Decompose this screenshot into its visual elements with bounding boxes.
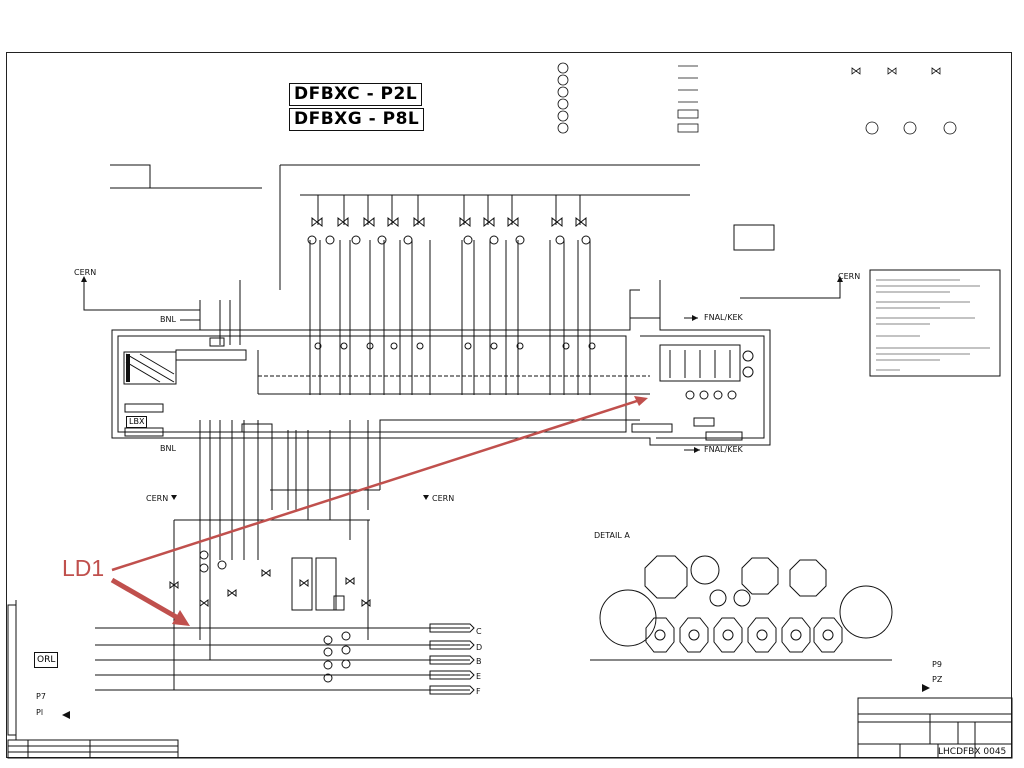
label-cern-mid2: CERN — [432, 494, 455, 503]
line-letter-b: B — [476, 657, 482, 666]
arrow-cern-mid2 — [423, 495, 429, 500]
ld1-arrowhead-long — [634, 396, 648, 406]
distribution-lines — [95, 627, 470, 691]
label-lbx: LBX — [126, 416, 148, 428]
line-letter-e: E — [476, 672, 482, 681]
title-bottom: DFBXG - P8L — [289, 108, 425, 131]
drawing-number: LHCDFBX 0045 — [938, 747, 1007, 757]
heat-exchanger-block — [123, 351, 177, 385]
pipe-label-p9: P9 — [932, 660, 942, 669]
line-end-tags — [429, 623, 475, 695]
ld1-arrowhead-short — [172, 610, 190, 626]
line-letter-c: C — [476, 627, 482, 636]
ld1-annotation — [110, 396, 648, 626]
cryostat-inner — [117, 335, 627, 433]
arrow-cern-left — [81, 276, 87, 282]
bottom-left-table — [7, 739, 179, 759]
ld1-long-arrow — [111, 398, 641, 572]
line-letter-f: F — [476, 687, 481, 696]
arrow-pl — [62, 711, 70, 719]
pipe-label-pz: PZ — [932, 675, 943, 684]
arrow-cern-mid — [171, 495, 177, 500]
valve-row-top — [311, 216, 587, 228]
label-bnl-bottom: BNL — [160, 444, 176, 453]
label-cern-right: CERN — [838, 272, 861, 281]
arrow-fnal-bottom — [694, 447, 700, 453]
arrow-pz — [922, 684, 930, 692]
legend-symbols — [557, 62, 957, 135]
ld1-short-arrow — [110, 577, 180, 621]
instrument-circles-top — [307, 235, 596, 350]
label-cern-left: CERN — [74, 268, 97, 277]
valve-row-bottom — [169, 550, 371, 683]
ld1-label: LD1 — [62, 555, 105, 581]
label-cern-mid: CERN — [146, 494, 169, 503]
arrow-cern-right — [837, 276, 843, 282]
notes-box — [869, 269, 1001, 377]
line-letter-d: D — [476, 643, 483, 652]
pipe-label-p7: P7 — [36, 692, 46, 701]
jumper-lines — [199, 420, 369, 640]
pipe-label-pl: Pl — [36, 708, 44, 717]
arrow-fnal-top — [692, 315, 698, 321]
label-fnal-bottom: FNAL/KEK — [704, 445, 743, 454]
cryostat-outer — [111, 317, 771, 446]
label-orl: ORL — [34, 652, 59, 668]
label-bnl-top: BNL — [160, 315, 176, 324]
detail-a — [590, 555, 893, 661]
right-equipment-box — [659, 344, 741, 382]
title-top: DFBXC - P2L — [289, 83, 423, 106]
label-fnal-top: FNAL/KEK — [704, 313, 743, 322]
detail-a-label: DETAIL A — [594, 531, 630, 540]
current-lead-columns — [309, 240, 591, 395]
